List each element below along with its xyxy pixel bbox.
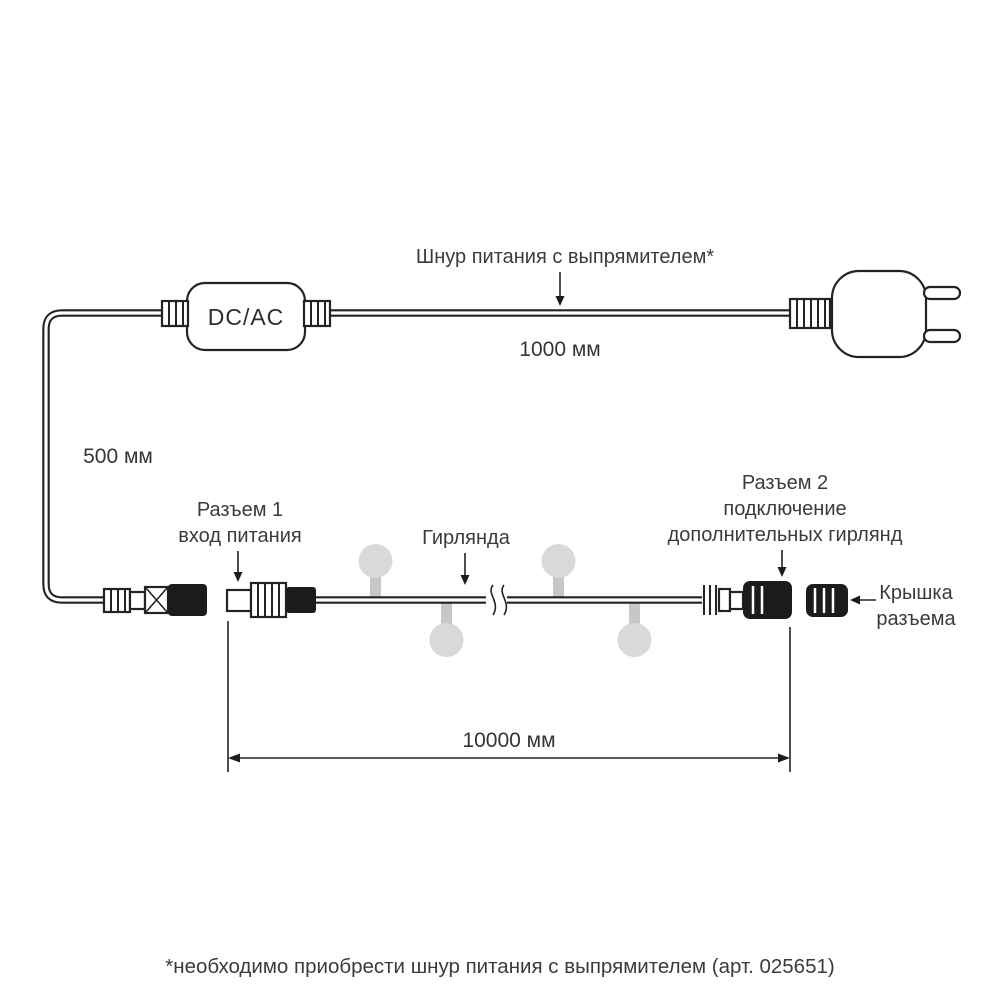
connector1-label-line1: Разъем 1: [197, 499, 283, 521]
cap-label-line1: Крышка: [879, 582, 953, 604]
garland-label: Гирлянда: [422, 527, 511, 549]
adapter-gland-left: [160, 299, 190, 328]
connector2-label-line2: подключение: [723, 498, 846, 520]
connector1: [225, 581, 316, 619]
footnote: *необходимо приобрести шнур питания с вы…: [165, 955, 834, 978]
bulb: [617, 602, 652, 657]
power-cord-label: Шнур питания с выпрямителем*: [416, 246, 714, 268]
connector-cap: [806, 584, 848, 617]
bulb: [358, 544, 393, 598]
connector1-callout: Разъем 1 вход питания: [178, 499, 302, 582]
dcac-label: DC/AC: [208, 304, 285, 330]
connector2-label-line3: дополнительных гирлянд: [668, 524, 903, 546]
power-cord-callout: Шнур питания с выпрямителем* 1000 мм: [416, 246, 714, 361]
connector2-label-line1: Разъем 2: [742, 472, 828, 494]
connector2-callout: Разъем 2 подключение дополнительных гирл…: [668, 472, 903, 577]
adapter-gland-right: [302, 299, 332, 328]
garland-length: 10000 мм: [462, 729, 555, 752]
cable-break-symbol: [486, 584, 508, 616]
garland-length-dimension: 10000 мм: [227, 621, 791, 772]
power-plug: [830, 269, 962, 359]
power-cord-length: 1000 мм: [519, 338, 600, 361]
garland-callout: Гирлянда: [422, 527, 511, 585]
connector2: [703, 581, 792, 619]
dcac-adapter: DC/AC: [185, 281, 307, 352]
garland-input-plug: [102, 584, 207, 616]
bulb: [429, 602, 464, 657]
cap-callout: Крышка разъема: [850, 582, 957, 630]
drop-cable-length: 500 мм: [83, 445, 153, 468]
cap-label-line2: разъема: [876, 608, 956, 630]
garland-bulbs: [358, 544, 652, 657]
strain-relief: [788, 297, 832, 330]
bulb: [541, 544, 576, 598]
connector1-label-line2: вход питания: [178, 525, 301, 547]
supply-drop-cable: [42, 309, 164, 604]
